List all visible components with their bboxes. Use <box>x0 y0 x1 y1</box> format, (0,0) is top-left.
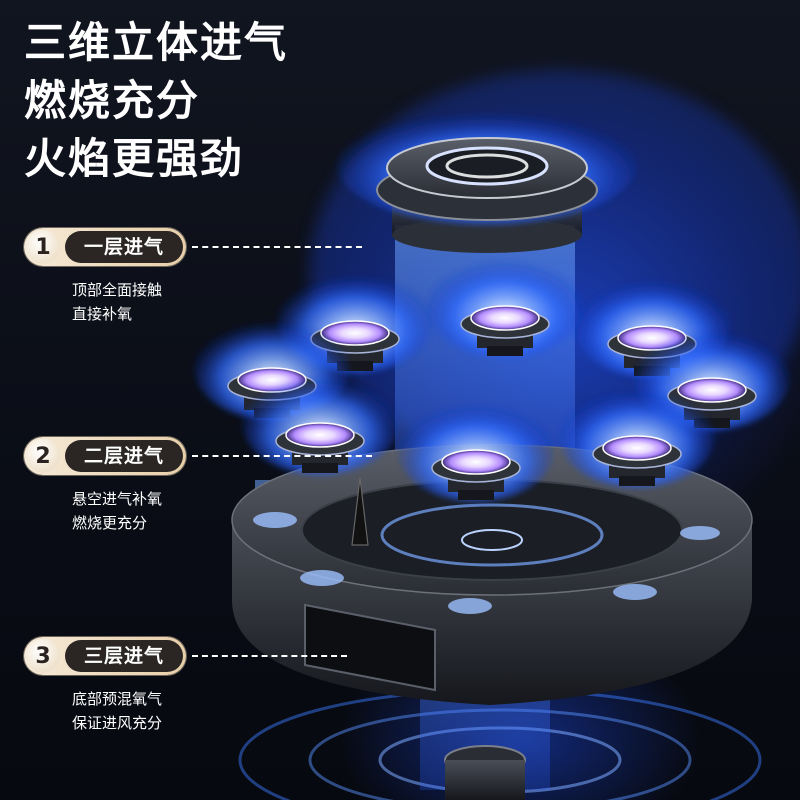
callout-pill: 3 三层进气 <box>24 637 186 675</box>
headline: 三维立体进气 燃烧充分 火焰更强劲 <box>24 14 288 188</box>
leader-line-2 <box>192 455 372 457</box>
callout-number: 1 <box>26 230 60 264</box>
headline-line-2: 燃烧充分 <box>24 76 201 125</box>
headline-line-1: 三维立体进气 <box>24 18 289 67</box>
callout-layer-1: 1 一层进气 顶部全面接触 直接补氧 <box>24 228 186 326</box>
callout-description: 顶部全面接触 直接补氧 <box>72 278 186 326</box>
bottom-inlet-pipe <box>444 745 526 800</box>
callout-label: 一层进气 <box>65 231 183 263</box>
callout-desc-line: 保证进风充分 <box>72 714 163 732</box>
top-burner <box>337 105 637 225</box>
callout-label: 二层进气 <box>65 440 183 472</box>
small-burner-group <box>194 254 790 502</box>
callout-layer-3: 3 三层进气 底部预混氧气 保证进风充分 <box>24 637 186 735</box>
callout-number: 2 <box>26 439 60 473</box>
small-burner <box>242 371 398 475</box>
callout-desc-line: 直接补氧 <box>72 305 133 323</box>
small-burner <box>559 384 715 488</box>
callout-pill: 1 一层进气 <box>24 228 186 266</box>
small-burner <box>398 398 554 502</box>
callout-desc-line: 顶部全面接触 <box>72 281 163 299</box>
callout-desc-line: 燃烧更充分 <box>72 514 148 532</box>
callout-desc-line: 悬空进气补氧 <box>72 490 163 508</box>
leader-line-3 <box>192 655 347 657</box>
callout-label: 三层进气 <box>65 640 183 672</box>
callout-desc-line: 底部预混氧气 <box>72 690 163 708</box>
small-burner <box>427 254 583 358</box>
callout-description: 底部预混氧气 保证进风充分 <box>72 687 186 735</box>
callout-description: 悬空进气补氧 燃烧更充分 <box>72 487 186 535</box>
headline-line-3: 火焰更强劲 <box>24 134 245 183</box>
leader-line-1 <box>192 246 362 248</box>
callout-number: 3 <box>26 639 60 673</box>
callout-pill: 2 二层进气 <box>24 437 186 475</box>
callout-layer-2: 2 二层进气 悬空进气补氧 燃烧更充分 <box>24 437 186 535</box>
